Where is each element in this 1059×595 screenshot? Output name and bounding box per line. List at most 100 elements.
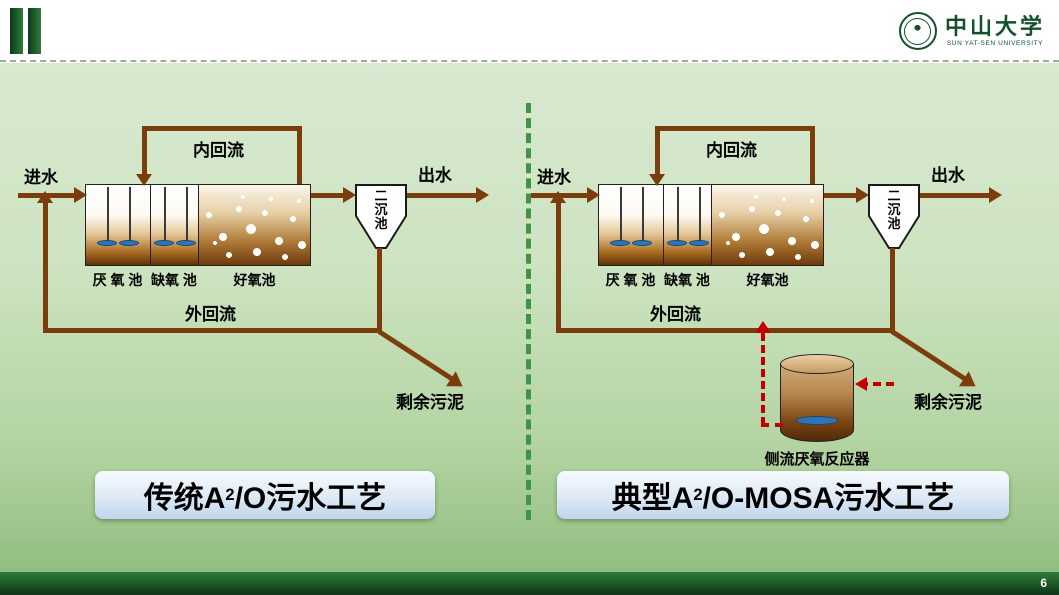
- side-reactor-body: [780, 364, 854, 442]
- left-aerobic-section: [198, 185, 310, 265]
- left-external-recycle-riser: [43, 198, 48, 333]
- left-clarifier: [355, 184, 407, 249]
- left-external-recycle-label: 外回流: [185, 305, 236, 324]
- left-internal-recycle-label: 内回流: [193, 141, 244, 160]
- left-anoxic-label: 缺氧 池: [151, 272, 197, 288]
- right-anoxic-section: [663, 185, 711, 265]
- mixer-shaft: [642, 187, 644, 241]
- left-clarifier-label: 二沉池: [374, 188, 388, 232]
- left-influent-arrowhead: [74, 187, 87, 203]
- left-sludge-label: 剩余污泥: [396, 393, 464, 412]
- university-logo: 中山大学 SUN YAT-SEN UNIVERSITY: [898, 12, 1045, 50]
- sidestream-feed-line-dotted: [860, 382, 894, 386]
- left-external-recycle-arrowhead: [37, 191, 53, 203]
- mixer-shaft: [699, 187, 702, 241]
- mixer-impeller: [97, 240, 117, 246]
- left-internal-recycle-left-line: [142, 126, 147, 178]
- left-anaerobic-label: 厌 氧 池: [92, 272, 143, 288]
- university-emblem-inner-icon: [904, 17, 932, 45]
- mixer-shaft: [164, 187, 167, 241]
- page-number: 6: [1040, 576, 1047, 590]
- side-reactor-label: 侧流厌氧反应器: [764, 451, 870, 468]
- right-title-text: /O-MOSA污水工艺: [702, 482, 955, 515]
- sidestream-return-arrowhead: [755, 321, 771, 333]
- university-name-en: SUN YAT-SEN UNIVERSITY: [946, 39, 1044, 47]
- mixer-shaft: [620, 187, 622, 241]
- side-reactor-impeller: [796, 416, 838, 425]
- right-internal-recycle-arrowhead: [649, 174, 665, 186]
- right-anaerobic-section: [599, 185, 664, 265]
- left-internal-recycle-arrowhead: [136, 174, 152, 186]
- right-effluent-arrowhead-2: [989, 187, 1002, 203]
- deco-bar: [10, 8, 23, 54]
- mixer-impeller: [154, 240, 175, 246]
- right-external-recycle-label: 外回流: [650, 305, 701, 324]
- right-effluent-arrowhead-1: [856, 187, 869, 203]
- sidestream-return-riser-dotted: [761, 333, 765, 425]
- right-internal-recycle-left-line: [655, 126, 660, 178]
- mixer-impeller: [176, 240, 197, 246]
- left-external-recycle-line: [43, 328, 382, 333]
- right-clarifier: [868, 184, 920, 249]
- mixer-impeller: [610, 240, 630, 246]
- right-anaerobic-label: 厌 氧 池: [605, 272, 656, 288]
- right-internal-recycle-right-line: [810, 126, 815, 184]
- left-effluent-arrowhead-2: [476, 187, 489, 203]
- left-internal-recycle-right-line: [297, 126, 302, 184]
- footer-bar: 6: [0, 572, 1059, 595]
- university-emblem-icon: [898, 12, 937, 50]
- right-influent-arrowhead: [587, 187, 600, 203]
- left-effluent-arrowhead-1: [343, 187, 356, 203]
- right-influent-label: 进水: [537, 168, 571, 187]
- right-aerobic-section: [711, 185, 823, 265]
- left-anaerobic-section: [86, 185, 151, 265]
- right-title-superscript: 2: [693, 485, 703, 504]
- university-name: 中山大学: [944, 13, 1045, 39]
- left-title-superscript: 2: [225, 485, 235, 504]
- right-effluent-line-1: [824, 193, 860, 198]
- right-internal-recycle-top-line: [655, 126, 815, 131]
- right-aerobic-label: 好氧池: [746, 272, 789, 288]
- mixer-shaft: [129, 187, 131, 241]
- mixer-shaft: [186, 187, 189, 241]
- right-external-recycle-line: [556, 328, 895, 333]
- side-reactor-lid: [780, 354, 854, 374]
- mixer-impeller: [119, 240, 139, 246]
- header-divider-line: [0, 60, 1059, 62]
- left-effluent-label: 出水: [418, 166, 452, 185]
- right-external-recycle-riser: [556, 198, 561, 333]
- right-sludge-label: 剩余污泥: [914, 393, 982, 412]
- left-aerobic-label: 好氧池: [233, 272, 276, 288]
- left-influent-label: 进水: [24, 168, 58, 187]
- left-title-text: /O污水工艺: [234, 482, 387, 515]
- right-clarifier-underflow-line: [890, 248, 895, 333]
- left-clarifier-underflow-line: [377, 248, 382, 333]
- mixer-impeller: [667, 240, 688, 246]
- right-external-recycle-arrowhead: [550, 191, 566, 203]
- university-name-block: 中山大学 SUN YAT-SEN UNIVERSITY: [944, 13, 1045, 47]
- right-internal-recycle-label: 内回流: [706, 141, 757, 160]
- left-aao-tank: [85, 184, 311, 266]
- center-divider-line: [526, 103, 531, 520]
- left-internal-recycle-top-line: [142, 126, 302, 131]
- mixer-impeller: [632, 240, 652, 246]
- mixer-shaft: [107, 187, 109, 241]
- sidestream-return-line-dotted: [761, 423, 783, 427]
- right-anoxic-label: 缺氧 池: [664, 272, 710, 288]
- right-effluent-label: 出水: [931, 166, 965, 185]
- mixer-shaft: [677, 187, 680, 241]
- right-aao-tank: [598, 184, 824, 266]
- mixer-impeller: [689, 240, 710, 246]
- right-title-text: 典型A: [611, 482, 694, 515]
- left-effluent-line-1: [311, 193, 347, 198]
- left-title-text: 传统A: [143, 482, 226, 515]
- right-effluent-line-2: [920, 193, 991, 198]
- left-effluent-line-2: [407, 193, 478, 198]
- left-anoxic-section: [150, 185, 198, 265]
- right-clarifier-label: 二沉池: [887, 188, 901, 232]
- sidestream-feed-arrowhead: [855, 377, 867, 391]
- header: 中山大学 SUN YAT-SEN UNIVERSITY: [0, 0, 1059, 63]
